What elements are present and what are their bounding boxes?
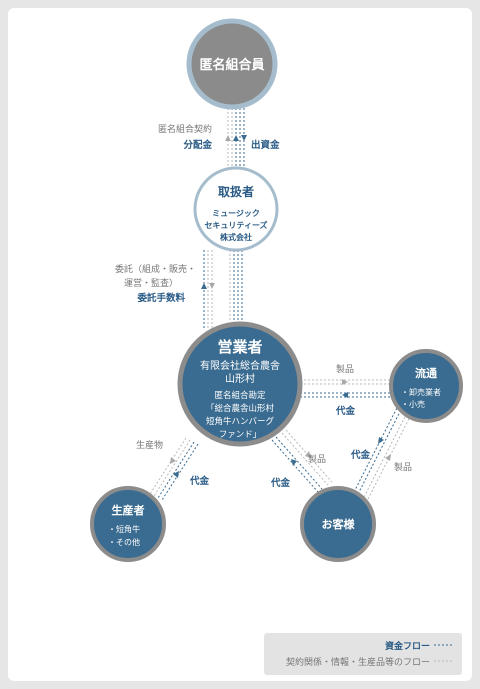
label-payment-customer-distribution: 代金	[350, 449, 371, 461]
label-investment: 出資金	[251, 139, 280, 151]
label-payment-customer: 代金	[270, 477, 291, 489]
distribution-title: 流通	[415, 366, 437, 380]
producer-item-2: ・その他	[108, 537, 140, 547]
legend-money-label: 資金フロー	[385, 640, 430, 652]
distribution-item-2: ・小売	[401, 399, 425, 409]
handler-line-2: セキュリティーズ	[204, 220, 267, 230]
label-payment-producer: 代金	[189, 475, 210, 487]
node-distribution: 流通 ・卸売業者 ・小売	[389, 349, 463, 423]
node-handler: 取扱者 ミュージック セキュリティーズ 株式会社	[193, 166, 279, 252]
node-customer: お客様	[300, 486, 376, 562]
label-commission-fee: 委託手数料	[136, 292, 185, 304]
edge-customer-distribution	[353, 397, 417, 500]
operator-title: 営業者	[217, 338, 262, 356]
node-operator: 営業者 有限会社総合農舎 山形村 匿名組合勘定 「総合農舎山形村 短角牛ハンバー…	[177, 321, 303, 447]
investor-title: 匿名組合員	[199, 57, 264, 73]
legend-other-label: 契約関係・情報・生産品等のフロー	[286, 656, 430, 668]
label-commission-2: 運営・監査）	[124, 277, 178, 289]
operator-company-1: 有限会社総合農舎	[200, 359, 280, 372]
node-producer: 生産者 ・短角牛 ・その他	[90, 486, 166, 562]
producer-title: 生産者	[112, 503, 145, 517]
edge-investor-handler	[225, 108, 247, 168]
edge-operator-producer	[149, 437, 199, 501]
label-produce: 生産物	[136, 439, 163, 451]
label-commission-1: 委託（組成・販売・	[115, 263, 196, 275]
producer-item-1: ・短角牛	[108, 524, 140, 534]
label-contract: 匿名組合契約	[158, 123, 212, 135]
legend	[264, 633, 462, 675]
label-product-customer: 製品	[308, 453, 326, 465]
operator-fund-3: 短角牛ハンバーグ	[206, 416, 275, 427]
edge-operator-distribution	[300, 379, 392, 398]
handler-line-3: 株式会社	[220, 232, 252, 242]
handler-title: 取扱者	[218, 184, 254, 199]
operator-fund-1: 匿名組合勘定	[214, 390, 266, 401]
customer-title: お客様	[322, 517, 356, 531]
operator-company-2: 山形村	[225, 372, 255, 385]
label-product-distribution-customer: 製品	[394, 461, 412, 473]
handler-line-1: ミュージック	[212, 208, 260, 218]
edge-handler-operator	[201, 230, 243, 328]
node-investor: 匿名組合員	[186, 18, 278, 110]
label-dividend: 分配金	[183, 139, 212, 151]
operator-fund-4: ファンド」	[219, 430, 262, 440]
label-payment-distribution: 代金	[335, 405, 356, 417]
label-product-distribution: 製品	[336, 363, 354, 375]
operator-fund-2: 「総合農舎山形村	[206, 403, 275, 414]
distribution-item-1: ・卸売業者	[401, 387, 441, 397]
edge-operator-customer	[271, 429, 333, 493]
